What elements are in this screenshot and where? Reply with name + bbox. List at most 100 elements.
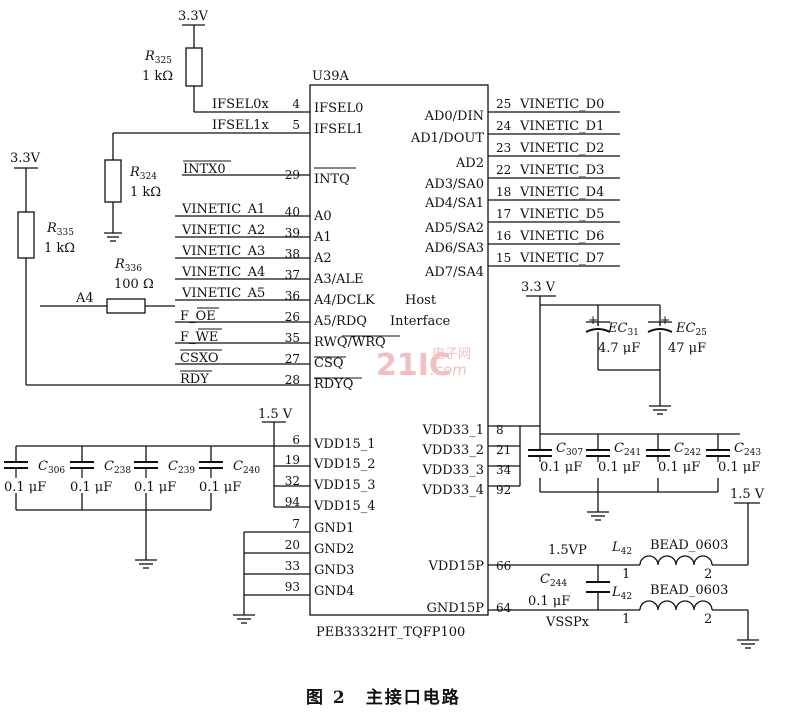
pin-name-left: A2 [313, 251, 332, 266]
polarity-plus: + [660, 313, 670, 327]
capacitor-value: 0.1 μF [658, 460, 700, 475]
pin-number-right: 92 [496, 483, 511, 497]
capacitor-ref: C239 [168, 459, 195, 476]
resistor-value: 1 kΩ [142, 69, 173, 84]
net-data-bus: VINETIC_D1 [519, 119, 604, 134]
pin-name-right: AD3/SA0 [424, 177, 484, 192]
pin-name-right: VDD33_4 [421, 483, 484, 498]
pin-name-right: AD2 [455, 156, 484, 171]
pin-number-left: 6 [292, 433, 300, 447]
capacitor-value: 0.1 μF [540, 460, 582, 475]
bead-ref: L42 [611, 540, 632, 557]
bead-type: BEAD_0603 [650, 583, 728, 598]
pin-number-right: 24 [496, 119, 512, 133]
capacitor-leads [15, 456, 719, 478]
pin-number-right: 34 [496, 463, 512, 477]
net-1v5p: 1.5VP [548, 543, 587, 558]
capacitor-plates [4, 449, 730, 593]
pin-name-left: GND2 [314, 542, 354, 557]
pin-name-left: GND4 [314, 584, 354, 599]
wiring [14, 24, 760, 649]
pin-name-right: AD4/SA1 [424, 196, 484, 211]
pin-name-left: RDYQ [314, 377, 353, 392]
net-data-bus: VINETIC_D3 [519, 163, 604, 178]
overlines [180, 160, 400, 379]
bead-coil-top [639, 555, 713, 566]
watermark-dom: .com [430, 361, 467, 379]
pin-name-left: A0 [313, 209, 332, 224]
pin-name-left: VDD15_4 [313, 499, 376, 514]
pin-number-right: 17 [496, 207, 511, 221]
capacitor-ref: C306 [38, 459, 65, 476]
ic-pins: IFSEL04IFSEL15INTQ29A040A139A238A3/ALE37… [285, 97, 605, 616]
bead-pin-2: 2 [704, 567, 712, 582]
net-data-bus: VINETIC_D6 [519, 229, 604, 244]
bead-coil-bottom [639, 600, 713, 611]
electrolytic-value: 4.7 μF [598, 341, 640, 356]
pin-name-right: AD0/DIN [424, 109, 484, 124]
supply-3v3-right: 3.3 V [521, 280, 556, 295]
supply-3v3-top: 3.3V [178, 9, 209, 24]
resistor-ref: R335 [46, 221, 74, 238]
pin-number-left: 19 [285, 453, 300, 467]
pin-name-right: AD7/SA4 [424, 265, 484, 280]
pin-name-right: VDD33_1 [421, 423, 484, 438]
pin-number-right: 18 [496, 185, 511, 199]
bead-ref: L42 [611, 585, 632, 602]
figure-caption: 图 2 主接口电路 [306, 687, 461, 708]
capacitor-ref: C244 [540, 572, 567, 589]
pin-number-left: 28 [285, 373, 300, 387]
net-data-bus: VINETIC_D2 [519, 141, 604, 156]
capacitor-ref: C242 [674, 441, 701, 458]
pin-number-left: 4 [292, 97, 300, 111]
supply-1v5-left: 1.5 V [258, 407, 293, 422]
capacitor-value: 0.1 μF [528, 594, 570, 609]
net-intx0: INTX0 [183, 162, 226, 177]
pin-number-left: 29 [285, 168, 300, 182]
capacitor-ref: C307 [556, 441, 583, 458]
net-data-bus: VINETIC_D4 [519, 185, 604, 200]
net-a4: VINETIC_A4 [181, 265, 265, 280]
pin-name-left: IFSEL1 [314, 122, 363, 137]
resistor-ref: R336 [114, 257, 142, 274]
pin-number-left: 93 [285, 580, 300, 594]
polarity-plus: + [588, 313, 598, 327]
pin-number-right: 21 [496, 443, 511, 457]
capacitor-ref: C241 [614, 441, 641, 458]
resistor-r336 [106, 298, 146, 314]
ic-body [309, 84, 489, 616]
pin-number-left: 38 [285, 247, 300, 261]
pin-name-left: RWQ/WRQ [314, 335, 386, 350]
pin-number-left: 33 [285, 559, 300, 573]
bead-type: BEAD_0603 [650, 538, 728, 553]
pin-number-left: 20 [285, 538, 300, 552]
capacitor-value: 0.1 μF [70, 480, 112, 495]
pin-name-left: A5/RDQ [313, 314, 367, 329]
pin-number-right: 64 [496, 601, 512, 615]
resistor-ref: R325 [144, 49, 172, 66]
net-data-bus: VINETIC_D5 [519, 207, 604, 222]
capacitor-value: 0.1 μF [199, 480, 241, 495]
pin-number-left: 26 [285, 310, 300, 324]
resistor-value: 1 kΩ [44, 241, 75, 256]
pin-number-left: 39 [285, 226, 300, 240]
pin-number-right: 66 [496, 559, 511, 573]
pin-number-left: 40 [285, 205, 300, 219]
pin-name-left: VDD15_2 [313, 457, 376, 472]
net-ifsel1x: IFSEL1x [212, 118, 269, 133]
pin-number-left: 5 [292, 118, 300, 132]
capacitor-ref: C240 [233, 459, 260, 476]
capacitor-ref: C243 [734, 441, 761, 458]
resistor-value: 1 kΩ [130, 185, 161, 200]
pin-name-left: CSQ [314, 356, 344, 371]
ic-ref: U39A [312, 69, 349, 84]
net-a2: VINETIC_A2 [181, 223, 265, 238]
resistor-r325 [185, 47, 203, 87]
capacitor-value: 0.1 μF [134, 480, 176, 495]
capacitor-ref: C238 [104, 459, 131, 476]
net-data-bus: VINETIC_D0 [519, 97, 604, 112]
pin-name-right: AD1/DOUT [410, 131, 484, 146]
pin-name-right: AD5/SA2 [424, 221, 484, 236]
